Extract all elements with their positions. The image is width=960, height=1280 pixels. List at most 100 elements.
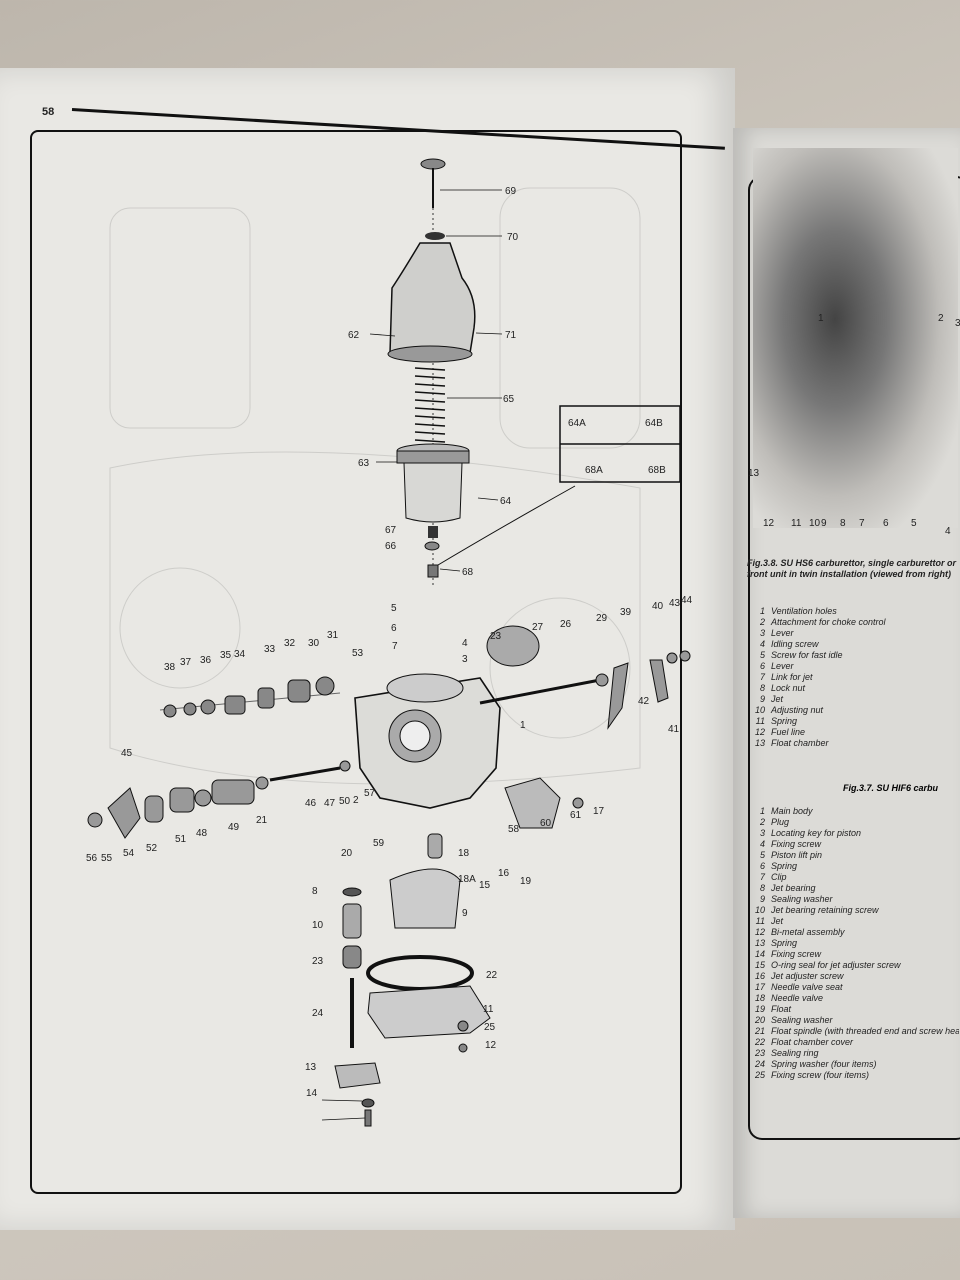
legend-number: 10 xyxy=(754,905,765,915)
legend-number: 25 xyxy=(754,1070,765,1080)
callout-label: 65 xyxy=(503,394,515,405)
legend-text: Attachment for choke control xyxy=(771,617,886,627)
legend-text: Jet adjuster screw xyxy=(771,971,844,981)
legend-number: 20 xyxy=(754,1015,765,1025)
legend-text: Float chamber cover xyxy=(771,1037,854,1047)
legend-number: 7 xyxy=(759,672,765,682)
legend-item: 10 Adjusting nut xyxy=(747,705,959,716)
legend-text: Jet xyxy=(771,694,784,704)
legend-number: 7 xyxy=(759,872,765,882)
legend-number: 8 xyxy=(759,883,765,893)
legend-text: Adjusting nut xyxy=(771,705,824,715)
callout-label: 41 xyxy=(668,724,680,735)
callout-label: 66 xyxy=(385,541,397,552)
left-spindle-parts xyxy=(163,676,335,718)
legend-text: Needle valve xyxy=(771,993,824,1003)
callout-label: 7 xyxy=(392,641,398,652)
callout-label: 50 xyxy=(339,796,351,807)
photo-callout: 3 xyxy=(955,318,960,329)
legend-item: 16 Jet adjuster screw xyxy=(747,971,959,982)
legend-text: Fuel line xyxy=(771,727,806,737)
legend-item: 9 Jet xyxy=(747,694,959,705)
legend-text: Locating key for piston xyxy=(771,828,862,838)
legend-text: Needle valve seat xyxy=(771,982,843,992)
callout-label: 51 xyxy=(175,834,187,845)
legend-text: Jet bearing xyxy=(771,883,816,893)
legend-number: 2 xyxy=(759,617,765,627)
legend-item: 5 Screw for fast idle xyxy=(747,650,959,661)
legend-text: Jet xyxy=(771,916,784,926)
callout-label: 68B xyxy=(648,465,666,476)
callout-label: 59 xyxy=(373,838,385,849)
legend-number: 16 xyxy=(754,971,765,981)
washer-70 xyxy=(425,232,445,240)
callout-label: 44 xyxy=(681,595,693,606)
callout-label: 5 xyxy=(391,603,397,614)
legend-text: Float xyxy=(771,1004,792,1014)
callout-label: 12 xyxy=(485,1040,497,1051)
legend-number: 2 xyxy=(759,817,765,827)
callout-label: 23 xyxy=(312,956,324,967)
legend-text: Fixing screw (four items) xyxy=(771,1070,870,1080)
callout-label: 2 xyxy=(353,795,359,806)
photo-callout: 2 xyxy=(938,313,944,324)
piston-spring xyxy=(414,367,446,443)
legend-number: 13 xyxy=(754,938,765,948)
callout-label: 6 xyxy=(391,623,397,634)
callout-label: 18A xyxy=(458,874,476,885)
legend-text: Screw for fast idle xyxy=(771,650,843,660)
callout-label: 64B xyxy=(645,418,663,429)
photo-callout: 9 xyxy=(821,518,827,529)
legend-text: Float chamber xyxy=(771,738,829,748)
legend-number: 5 xyxy=(759,650,765,660)
photo-callout: 11 xyxy=(791,518,802,529)
legend-number: 10 xyxy=(754,705,765,715)
callout-label: 26 xyxy=(560,619,572,630)
legend-number: 9 xyxy=(759,894,765,904)
lower-left-parts xyxy=(87,760,351,839)
callout-label: 53 xyxy=(352,648,364,659)
carburettor-photo xyxy=(753,148,958,528)
callout-label: 1 xyxy=(520,720,526,731)
callout-label: 36 xyxy=(200,655,212,666)
callout-label: 70 xyxy=(507,232,519,243)
callout-label: 11 xyxy=(483,1004,494,1015)
callout-label: 31 xyxy=(327,630,339,641)
callout-label: 63 xyxy=(358,458,370,469)
photo-callout: 6 xyxy=(883,518,889,529)
right-parts xyxy=(486,625,691,829)
callout-label: 34 xyxy=(234,649,246,660)
legend-item: 12 Bi-metal assembly xyxy=(747,927,959,938)
legend-text: Bi-metal assembly xyxy=(771,927,845,937)
callout-label: 29 xyxy=(596,613,608,624)
legend-number: 24 xyxy=(754,1059,765,1069)
callout-label: 61 xyxy=(570,810,582,821)
callout-label: 62 xyxy=(348,330,360,341)
legend-number: 9 xyxy=(759,694,765,704)
exploded-carburettor-diagram xyxy=(87,158,691,1127)
legend-text: Sealing washer xyxy=(771,894,833,904)
legend-number: 12 xyxy=(754,927,765,937)
callout-label: 43 xyxy=(669,598,681,609)
legend-number: 15 xyxy=(754,960,765,970)
legend-number: 4 xyxy=(759,839,765,849)
